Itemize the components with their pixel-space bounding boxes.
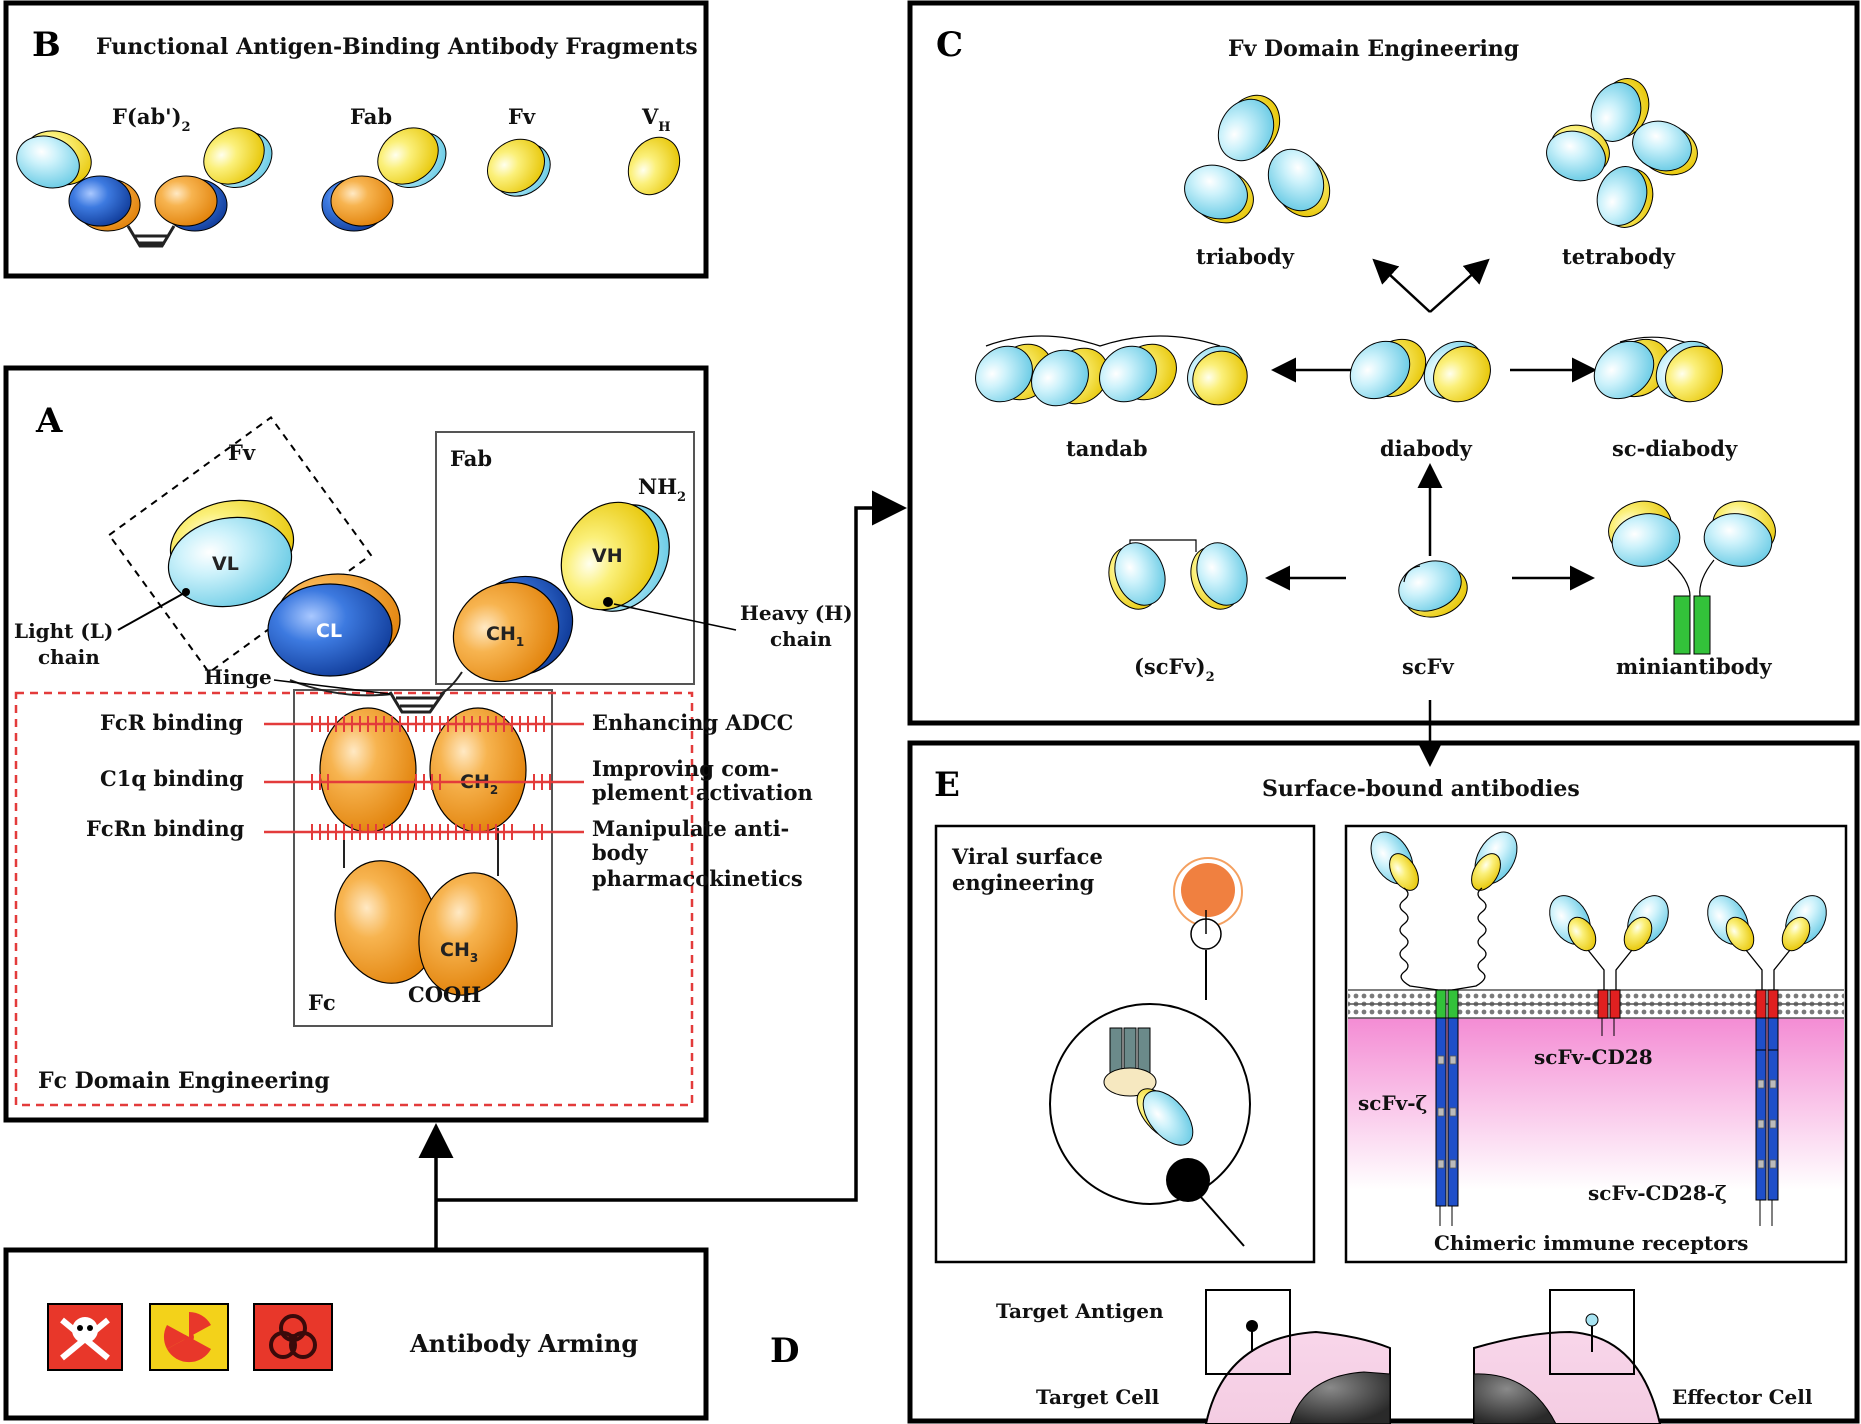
receptor-scfv-cd28-zeta [1707, 895, 1827, 1226]
panel-b-border [3, 0, 709, 279]
scfv-label: scFv [1402, 654, 1455, 679]
skull-crossbones-icon [47, 1303, 123, 1371]
tetrabody-molecule [1546, 78, 1698, 228]
panel-d-letter: D [770, 1331, 799, 1371]
tetrabody-label: tetrabody [1562, 244, 1676, 269]
label-fab2: F(ab')2 [112, 104, 191, 135]
ch1-label: CH1 [486, 623, 524, 649]
effector-antigen-box [1549, 1289, 1635, 1375]
panel-d: Antibody Arming D [3, 1247, 799, 1421]
fab-box-label: Fab [450, 446, 492, 471]
label-fv: Fv [508, 104, 536, 129]
target-cell-nucleus [1289, 1371, 1391, 1424]
effector-cell-label: Effector Cell [1672, 1385, 1813, 1409]
pk-label-1: Manipulate anti- [592, 816, 789, 841]
scfv-zeta-label: scFv-ζ [1358, 1091, 1428, 1115]
fc-binding-annotations: FcR binding C1q binding FcRn binding Enh… [86, 710, 813, 891]
scfv-molecule [1398, 560, 1468, 618]
panel-c: C Fv Domain Engineering triabody tetrabo… [907, 0, 1860, 767]
ch3-label: CH3 [440, 939, 478, 965]
diabody-molecule [1349, 338, 1491, 403]
panel-a-letter: A [35, 401, 63, 441]
fc-engineering-box [14, 691, 694, 1107]
tandab-molecule [975, 335, 1248, 407]
target-antigen-box [1205, 1289, 1291, 1375]
light-chain-label: Light (L) [14, 619, 113, 643]
scfv-cd28-label: scFv-CD28 [1534, 1045, 1653, 1069]
fcrn-binding-label: FcRn binding [86, 816, 245, 841]
pk-label-3: pharmacokinetics [592, 866, 803, 891]
viral-label-2: engineering [952, 870, 1095, 895]
fc-engineering-label: Fc Domain Engineering [38, 1068, 330, 1094]
panel-b-title: Functional Antigen-Binding Antibody Frag… [96, 34, 698, 60]
triabody-label: triabody [1196, 244, 1295, 269]
cl-label: CL [316, 620, 342, 642]
diabody-label: diabody [1380, 436, 1473, 461]
chimeric-label: Chimeric immune receptors [1434, 1231, 1748, 1255]
sc-diabody-molecule [1593, 336, 1723, 403]
vh-label: VH [592, 545, 623, 567]
label-vh: VH [641, 104, 671, 135]
light-chain-label-2: chain [38, 645, 100, 669]
radiation-icon [149, 1303, 229, 1371]
panel-c-title: Fv Domain Engineering [1228, 36, 1519, 62]
panel-e-letter: E [934, 765, 960, 805]
fc-box [293, 689, 553, 1027]
panel-c-letter: C [936, 25, 963, 65]
nh2-label: NH2 [638, 474, 686, 505]
receptor-scfv-cd28 [1549, 895, 1669, 1036]
target-antigen-label: Target Antigen [996, 1299, 1164, 1323]
fcr-binding-label: FcR binding [100, 710, 243, 735]
heavy-chain-label: Heavy (H) [740, 601, 853, 625]
enhancing-adcc-label: Enhancing ADCC [592, 710, 793, 735]
scfv2-label: (scFv)2 [1134, 654, 1215, 685]
heavy-chain-label-2: chain [770, 627, 832, 651]
fv-fragment [487, 138, 551, 197]
sc-diabody-label: sc-diabody [1612, 436, 1738, 461]
target-cell-label: Target Cell [1036, 1385, 1160, 1409]
panel-e: E Surface-bound antibodies Viral surface… [907, 740, 1860, 1424]
panel-a: A Fab Fc Fv Fc Domain Engineering VL CL … [3, 365, 853, 1123]
cooh-label: COOH [408, 982, 481, 1007]
c1q-binding-label: C1q binding [100, 766, 244, 791]
panel-b: B Functional Antigen-Binding Antibody Fr… [3, 0, 709, 279]
panel-b-letter: B [32, 25, 61, 65]
vl-label: VL [212, 553, 239, 575]
miniantibody-label: miniantibody [1616, 654, 1772, 679]
vh-fragment [627, 136, 681, 196]
scfv2-molecule [1108, 539, 1248, 610]
complement-label-2: plement activation [592, 780, 813, 805]
viral-particle [1049, 857, 1251, 1247]
label-fab: Fab [350, 104, 392, 129]
fab-box [435, 431, 695, 685]
viral-label-1: Viral surface [951, 844, 1103, 869]
miniantibody-molecule [1608, 500, 1776, 655]
triabody-molecule [1184, 94, 1331, 224]
tandab-label: tandab [1066, 436, 1148, 461]
panel-d-border [3, 1247, 709, 1421]
chimeric-box [1344, 824, 1848, 1264]
fv-box-label: Fv [228, 440, 256, 465]
fab-fragment [321, 127, 447, 232]
panel-c-arrows [1265, 258, 1597, 767]
fab2-molecule [16, 127, 273, 248]
viral-box [934, 824, 1316, 1264]
antibody-domains: VL CL CH1 VH CH2 CH3 [167, 499, 670, 996]
panel-c-border [907, 0, 1860, 726]
panel-d-title: Antibody Arming [409, 1329, 638, 1358]
hinge-label: Hinge [204, 665, 272, 689]
panel-a-border [3, 365, 709, 1123]
connector-arrows [418, 490, 907, 1250]
fc-box-label: Fc [308, 990, 336, 1015]
complement-label-1: Improving com- [592, 756, 779, 781]
biohazard-icon [253, 1303, 333, 1371]
pk-label-2: body [592, 840, 648, 865]
scfv-cd28-zeta-label: scFv-CD28-ζ [1588, 1181, 1727, 1205]
receptor-scfv-zeta [1370, 831, 1518, 1226]
panel-e-title: Surface-bound antibodies [1262, 776, 1580, 802]
